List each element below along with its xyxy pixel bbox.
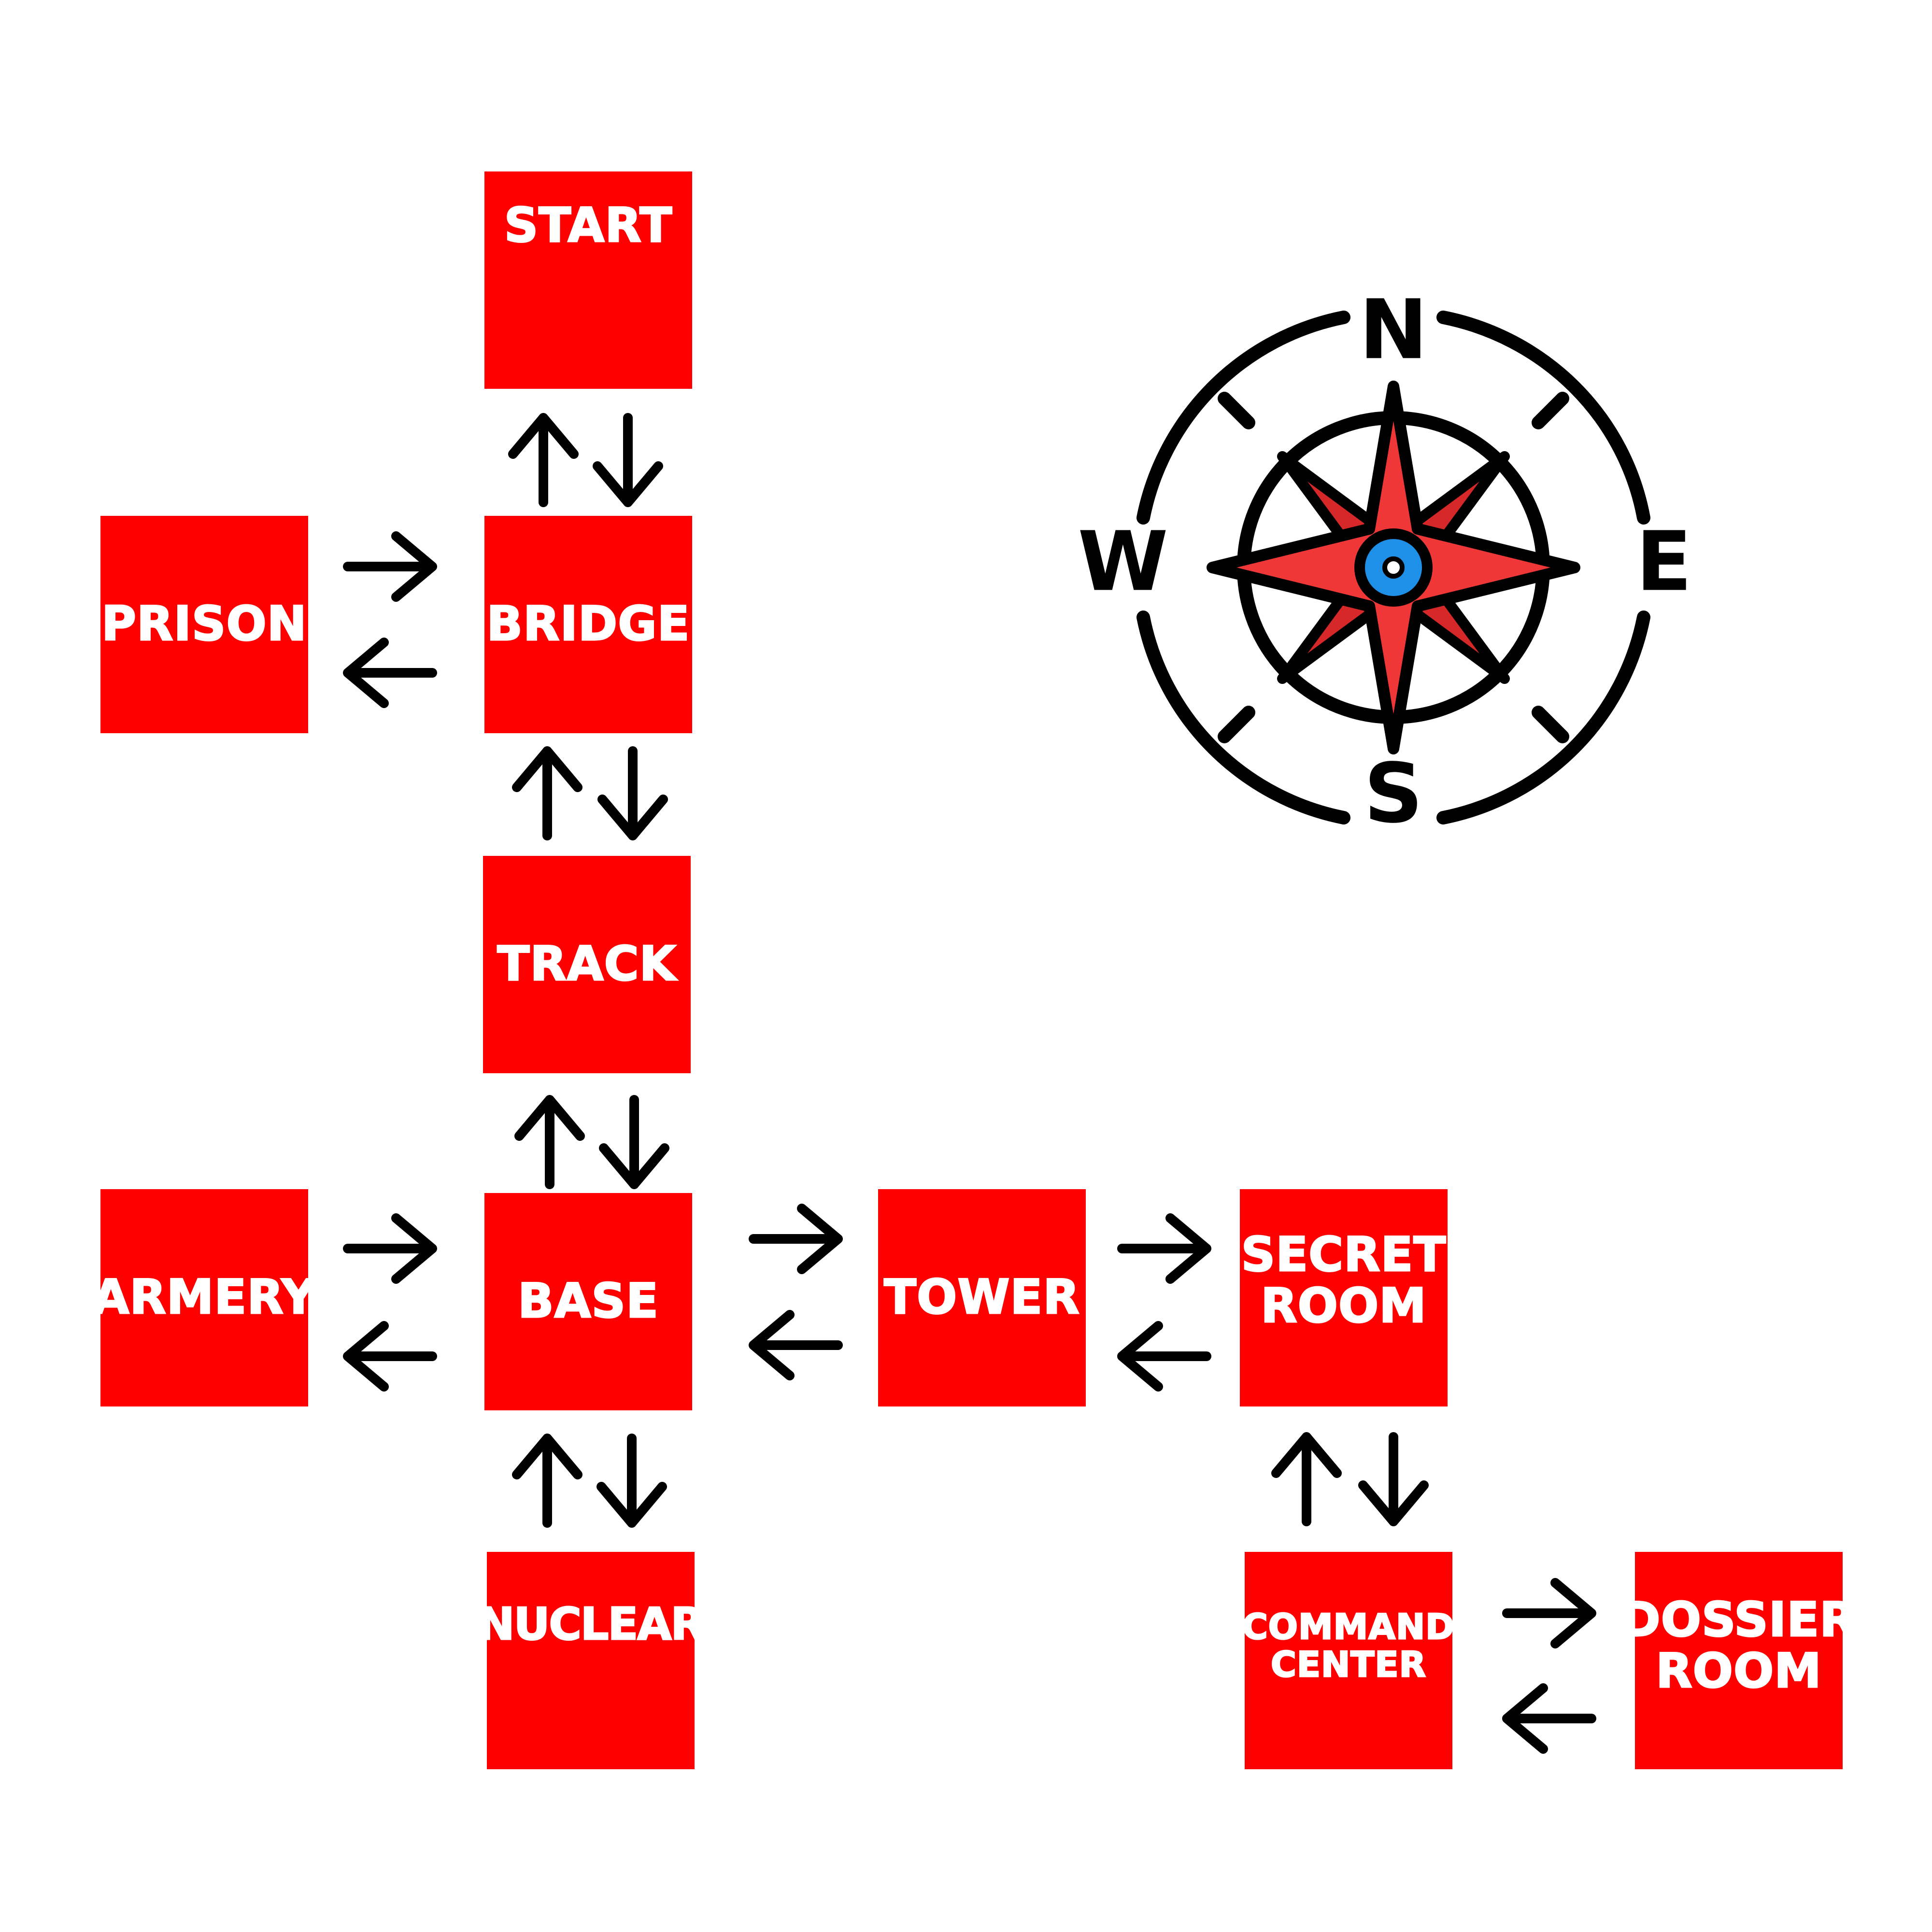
compass-ticks — [1218, 392, 1569, 743]
compass-south-label: S — [1364, 746, 1423, 841]
left-arrow-icon — [749, 1310, 843, 1380]
room-dossier-room: DOSSIER ROOM — [1620, 1552, 1857, 1769]
up-arrow-icon — [512, 746, 582, 840]
room-start: START — [484, 171, 692, 389]
right-arrow-icon — [1117, 1213, 1211, 1284]
down-arrow-icon — [597, 746, 668, 840]
up-arrow-icon — [512, 1434, 582, 1528]
room-command-center: COMMAND CENTER — [1241, 1552, 1455, 1769]
left-arrow-icon — [343, 638, 437, 708]
left-arrow-icon — [343, 1321, 437, 1392]
room-tower: TOWER — [878, 1189, 1086, 1406]
room-armery: ARMERY — [92, 1189, 316, 1406]
arrow-pair-armery-base — [343, 1213, 437, 1392]
compass-center-dot — [1382, 556, 1405, 579]
arrow-pair-command-center-dossier-room — [1502, 1578, 1596, 1754]
room-bridge-label: BRIDGE — [486, 597, 690, 652]
arrow-pair-base-nuclear — [512, 1434, 667, 1528]
room-base: BASE — [484, 1193, 692, 1410]
left-arrow-icon — [1502, 1683, 1596, 1754]
arrow-pair-track-base — [514, 1095, 669, 1189]
arrow-pair-bridge-track — [512, 746, 668, 840]
arrow-pair-prison-bridge — [343, 531, 437, 708]
down-arrow-icon — [1358, 1432, 1429, 1526]
right-arrow-icon — [343, 531, 437, 602]
right-arrow-icon — [1502, 1578, 1596, 1648]
arrow-pair-start-bridge — [508, 413, 663, 507]
compass-outer-ring — [1136, 311, 1650, 824]
room-nuclear: NUCLEAR — [477, 1552, 706, 1769]
down-arrow-icon — [593, 413, 663, 507]
room-dossier-room-label: DOSSIER ROOM — [1620, 1592, 1857, 1699]
room-tower-label: TOWER — [883, 1270, 1080, 1325]
room-bridge: BRIDGE — [484, 516, 692, 733]
room-nuclear-label: NUCLEAR — [477, 1598, 706, 1650]
up-arrow-icon — [514, 1095, 585, 1189]
arrow-pair-tower-secret-room — [1117, 1213, 1211, 1392]
room-armery-label: ARMERY — [92, 1270, 316, 1325]
room-base-label: BASE — [517, 1274, 659, 1329]
compass-north-label: N — [1359, 282, 1428, 378]
right-arrow-icon — [343, 1213, 437, 1284]
up-arrow-icon — [508, 413, 579, 507]
room-prison: PRISON — [100, 516, 308, 733]
arrow-pair-secret-room-command-center — [1271, 1432, 1429, 1526]
room-prison-label: PRISON — [101, 597, 308, 652]
right-arrow-icon — [749, 1204, 843, 1274]
compass-west-label: W — [1078, 514, 1168, 610]
compass-east-label: E — [1636, 514, 1692, 610]
room-track: TRACK — [483, 856, 691, 1073]
up-arrow-icon — [1271, 1432, 1342, 1526]
down-arrow-icon — [597, 1434, 667, 1528]
room-track-label: TRACK — [497, 937, 677, 992]
room-secret-room: SECRET ROOM — [1240, 1189, 1448, 1406]
arrow-pair-base-tower — [749, 1204, 843, 1380]
room-command-center-label: COMMAND CENTER — [1241, 1606, 1455, 1685]
room-start-label: START — [503, 198, 673, 253]
left-arrow-icon — [1117, 1321, 1211, 1392]
down-arrow-icon — [599, 1095, 669, 1189]
room-secret-room-label: SECRET ROOM — [1240, 1227, 1447, 1334]
